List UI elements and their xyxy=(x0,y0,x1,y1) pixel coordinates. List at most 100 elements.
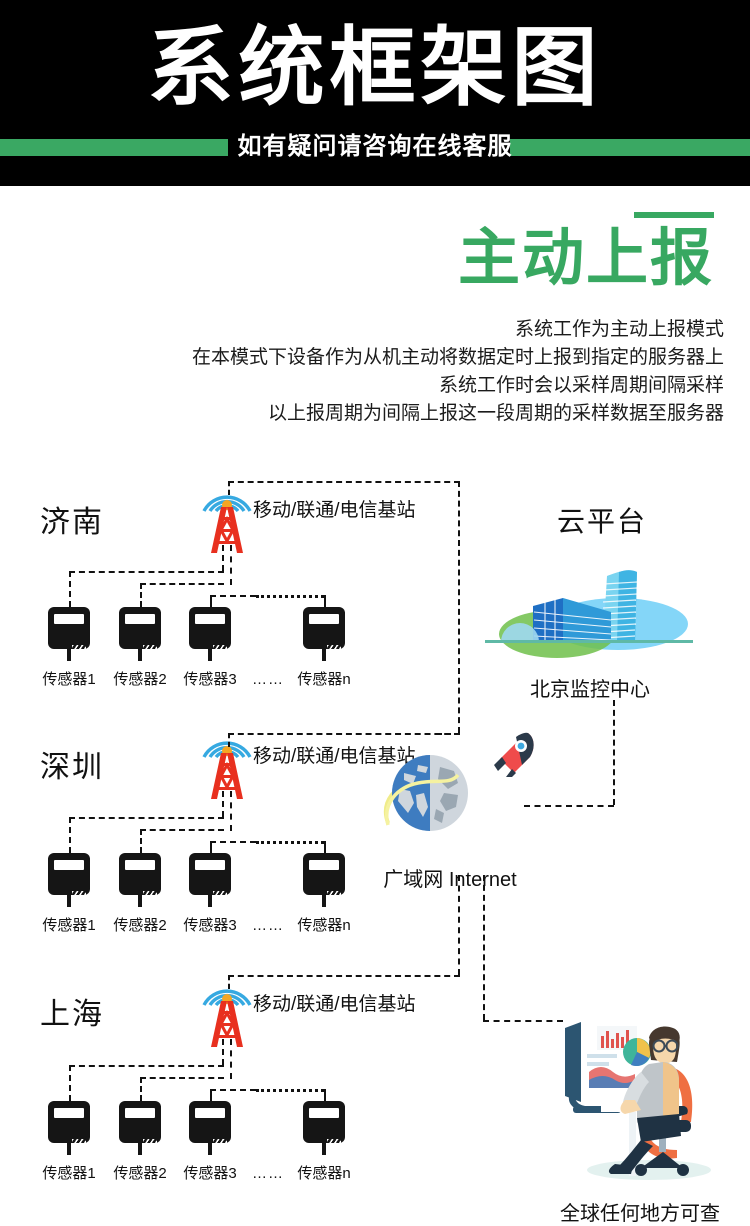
tree-branch-1-shanghai xyxy=(69,1065,224,1067)
rocket-icon xyxy=(488,727,542,781)
sensor-screen xyxy=(125,860,155,870)
sensor-hatch xyxy=(72,645,86,657)
sensor-screen xyxy=(195,614,225,624)
tree-branch-n-dotted-jinan xyxy=(256,595,324,598)
sensor-stem xyxy=(138,1143,142,1155)
tree-drop-n-shanghai xyxy=(324,1089,326,1101)
backbone-line-to-viewer xyxy=(483,1020,563,1022)
remote-viewer-caption: 全球任何地方可查 xyxy=(560,1203,720,1225)
sensor-ellipsis-shanghai: …… xyxy=(252,1165,284,1182)
tree-drop-1-shanghai xyxy=(69,1065,71,1101)
sensor-stem xyxy=(67,649,71,661)
backbone-line-internet-to-shanghai xyxy=(458,875,460,975)
section-description: 系统工作为主动上报模式 在本模式下设备作为从机主动将数据定时上报到指定的服务器上… xyxy=(60,316,724,428)
tree-branch-2-shenzhen xyxy=(140,829,224,831)
sensor-device-1-jinan xyxy=(48,607,90,661)
sensor-label-2-jinan: 传感器2 xyxy=(113,671,167,688)
tree-branch-n-shenzhen xyxy=(230,841,256,843)
sensor-label-1-jinan: 传感器1 xyxy=(42,671,96,688)
sensor-device-2-shanghai xyxy=(119,1101,161,1155)
sensor-hatch xyxy=(72,891,86,903)
base-station-tower-shanghai xyxy=(196,971,258,1049)
sensor-device-3-shanghai xyxy=(189,1101,231,1155)
sensor-ellipsis-shenzhen: …… xyxy=(252,917,284,934)
sensor-label-2-shanghai: 传感器2 xyxy=(113,1165,167,1182)
base-station-label-shanghai: 移动/联通/电信基站 xyxy=(253,994,416,1015)
sensor-hatch xyxy=(213,891,227,903)
tree-branch-3-shenzhen xyxy=(210,841,226,843)
sensor-label-n-jinan: 传感器n xyxy=(297,671,351,688)
header-subtitle-row: 如有疑问请咨询在线客服 xyxy=(0,130,750,164)
remote-viewer-illustration xyxy=(545,1010,735,1190)
sensor-screen xyxy=(54,1108,84,1118)
header-subtitle: 如有疑问请咨询在线客服 xyxy=(237,133,513,160)
sensor-label-2-shenzhen: 传感器2 xyxy=(113,917,167,934)
tree-branch-2-jinan xyxy=(140,583,224,585)
tree-drop-2-jinan xyxy=(140,583,142,607)
sensor-hatch xyxy=(72,1139,86,1151)
sensor-stem xyxy=(138,895,142,907)
sensor-stem xyxy=(208,1143,212,1155)
sensor-label-3-shenzhen: 传感器3 xyxy=(183,917,237,934)
sensor-stem xyxy=(322,1143,326,1155)
base-station-label-jinan: 移动/联通/电信基站 xyxy=(253,500,416,521)
internet-caption: 广域网 Internet xyxy=(383,869,517,891)
cloud-platform-title: 云平台 xyxy=(557,506,648,537)
sensor-device-1-shanghai xyxy=(48,1101,90,1155)
sensor-device-2-jinan xyxy=(119,607,161,661)
sensor-device-n-shenzhen xyxy=(303,853,345,907)
description-line-4: 以上报周期为间隔上报这一段周期的采样数据至服务器 xyxy=(267,403,724,424)
tree-drop-3-shenzhen xyxy=(210,841,212,853)
sensor-device-n-shanghai xyxy=(303,1101,345,1155)
base-station-tower-jinan xyxy=(196,477,258,555)
tree-drop-3-jinan xyxy=(210,595,212,607)
page-title: 系统框架图 xyxy=(147,20,603,116)
tree-drop-1-jinan xyxy=(69,571,71,607)
sensor-device-3-jinan xyxy=(189,607,231,661)
city-name-shanghai: 上海 xyxy=(40,998,104,1031)
sensor-label-1-shenzhen: 传感器1 xyxy=(42,917,96,934)
tower-stem-jinan xyxy=(228,481,230,495)
tree-branch-3-jinan xyxy=(210,595,226,597)
tower-bus-shenzhen xyxy=(228,733,460,735)
tree-branch-3-shanghai xyxy=(210,1089,226,1091)
tree-branch-1-jinan xyxy=(69,571,224,573)
tree-branch-2-shanghai xyxy=(140,1077,224,1079)
internet-globe-icon xyxy=(382,745,478,841)
sensor-screen xyxy=(309,860,339,870)
base-station-tower-shenzhen xyxy=(196,723,258,801)
sensor-screen xyxy=(195,1108,225,1118)
tree-branch-n-shanghai xyxy=(230,1089,256,1091)
sensor-hatch xyxy=(213,645,227,657)
sensor-screen xyxy=(54,860,84,870)
tree-trunk-a-jinan xyxy=(222,545,224,571)
description-line-3: 系统工作时会以采样周期间隔采样 xyxy=(438,375,724,396)
tree-trunk-a-shenzhen xyxy=(222,791,224,817)
tower-bus-shanghai xyxy=(228,975,460,977)
tree-branch-n-dotted-shenzhen xyxy=(256,841,324,844)
sensor-device-2-shenzhen xyxy=(119,853,161,907)
backbone-line-cloud-down xyxy=(613,700,615,805)
tower-stem-shanghai xyxy=(228,975,230,989)
backbone-line-internet-to-viewer xyxy=(483,875,485,1020)
sensor-label-n-shenzhen: 传感器n xyxy=(297,917,351,934)
tree-drop-2-shanghai xyxy=(140,1077,142,1101)
sensor-device-n-jinan xyxy=(303,607,345,661)
tree-trunk-b-jinan xyxy=(230,545,232,585)
backbone-line-jinan-to-internet xyxy=(458,481,460,733)
city-name-shenzhen: 深圳 xyxy=(40,751,104,784)
city-name-jinan: 济南 xyxy=(40,506,104,539)
sensor-screen xyxy=(54,614,84,624)
section-title: 主动上报 xyxy=(457,224,714,293)
system-architecture-diagram: 济南 移动/联通/电信基站 xyxy=(0,455,750,1226)
sensor-label-n-shanghai: 传感器n xyxy=(297,1165,351,1182)
sensor-stem xyxy=(208,895,212,907)
tree-branch-n-dotted-shanghai xyxy=(256,1089,324,1092)
section-title-rule xyxy=(634,212,714,218)
page-header: 系统框架图 如有疑问请咨询在线客服 xyxy=(0,0,750,186)
sensor-screen xyxy=(195,860,225,870)
sensor-stem xyxy=(67,1143,71,1155)
description-line-1: 系统工作为主动上报模式 xyxy=(514,319,724,340)
sensor-hatch xyxy=(143,891,157,903)
